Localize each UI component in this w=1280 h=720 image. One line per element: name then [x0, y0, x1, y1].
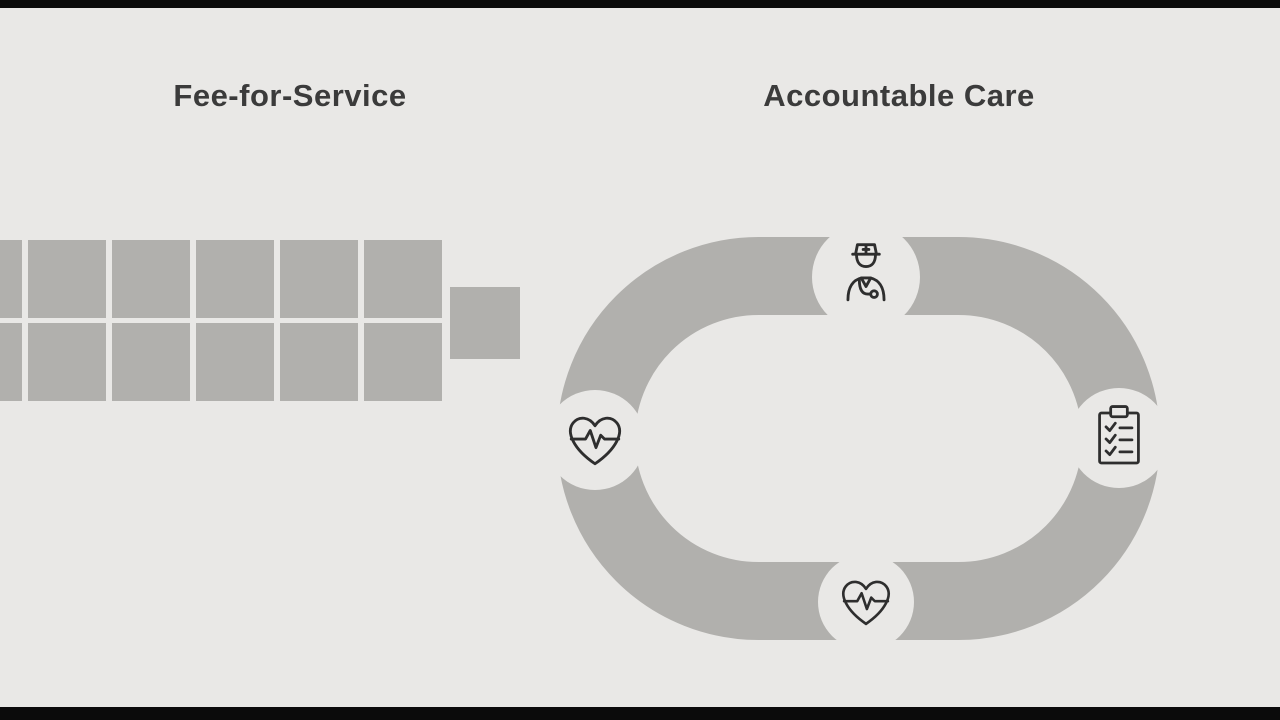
fee-extra-square	[450, 287, 520, 359]
grid-square	[280, 323, 358, 401]
grid-square	[364, 323, 442, 401]
accountable-care-title: Accountable Care	[763, 78, 1035, 113]
grid-square	[0, 323, 22, 401]
grid-square	[280, 240, 358, 318]
checklist-clipboard-icon	[1082, 401, 1156, 475]
grid-square	[196, 323, 274, 401]
grid-square	[112, 240, 190, 318]
grid-square	[0, 240, 22, 318]
fee-for-service-title: Fee-for-Service	[173, 78, 407, 113]
grid-square	[196, 240, 274, 318]
loop-node-checklist	[1069, 388, 1169, 488]
loop-node-doctor	[812, 223, 920, 331]
loop-node-heart-left	[545, 390, 645, 490]
doctor-icon	[828, 237, 904, 317]
fee-for-service-grid	[0, 240, 442, 401]
grid-square	[112, 323, 190, 401]
top-bar	[0, 0, 1280, 8]
grid-square	[28, 323, 106, 401]
heart-pulse-icon	[831, 567, 901, 637]
grid-square	[28, 240, 106, 318]
loop-node-heart-bottom	[818, 554, 914, 650]
grid-square	[364, 240, 442, 318]
heart-pulse-icon	[557, 402, 633, 478]
bottom-bar	[0, 707, 1280, 720]
